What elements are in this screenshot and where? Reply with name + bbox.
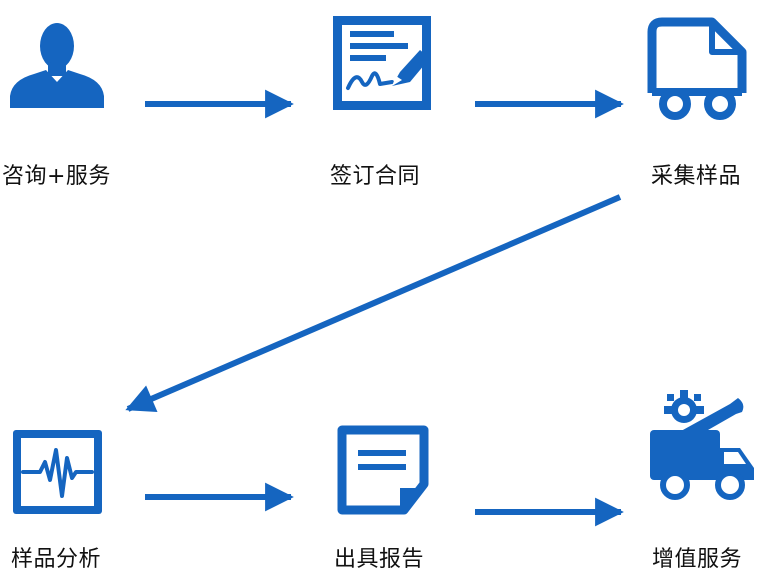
step-label-analysis: 样品分析 [11, 547, 102, 572]
contract-signature-icon [333, 16, 431, 110]
step-label-report: 出具报告 [334, 547, 425, 572]
step-label-sampling: 采集样品 [651, 164, 742, 189]
delivery-truck-icon [647, 17, 747, 120]
report-document-icon [337, 425, 429, 515]
arrow-step3-to-step4 [125, 194, 622, 412]
step-label-value-added: 增值服务 [652, 547, 743, 572]
step-label-consult: 咨询+服务 [2, 164, 111, 189]
service-truck-gear-icon [650, 390, 754, 500]
person-icon [10, 23, 104, 108]
waveform-monitor-icon [13, 430, 102, 514]
step-label-contract: 签订合同 [330, 164, 421, 189]
